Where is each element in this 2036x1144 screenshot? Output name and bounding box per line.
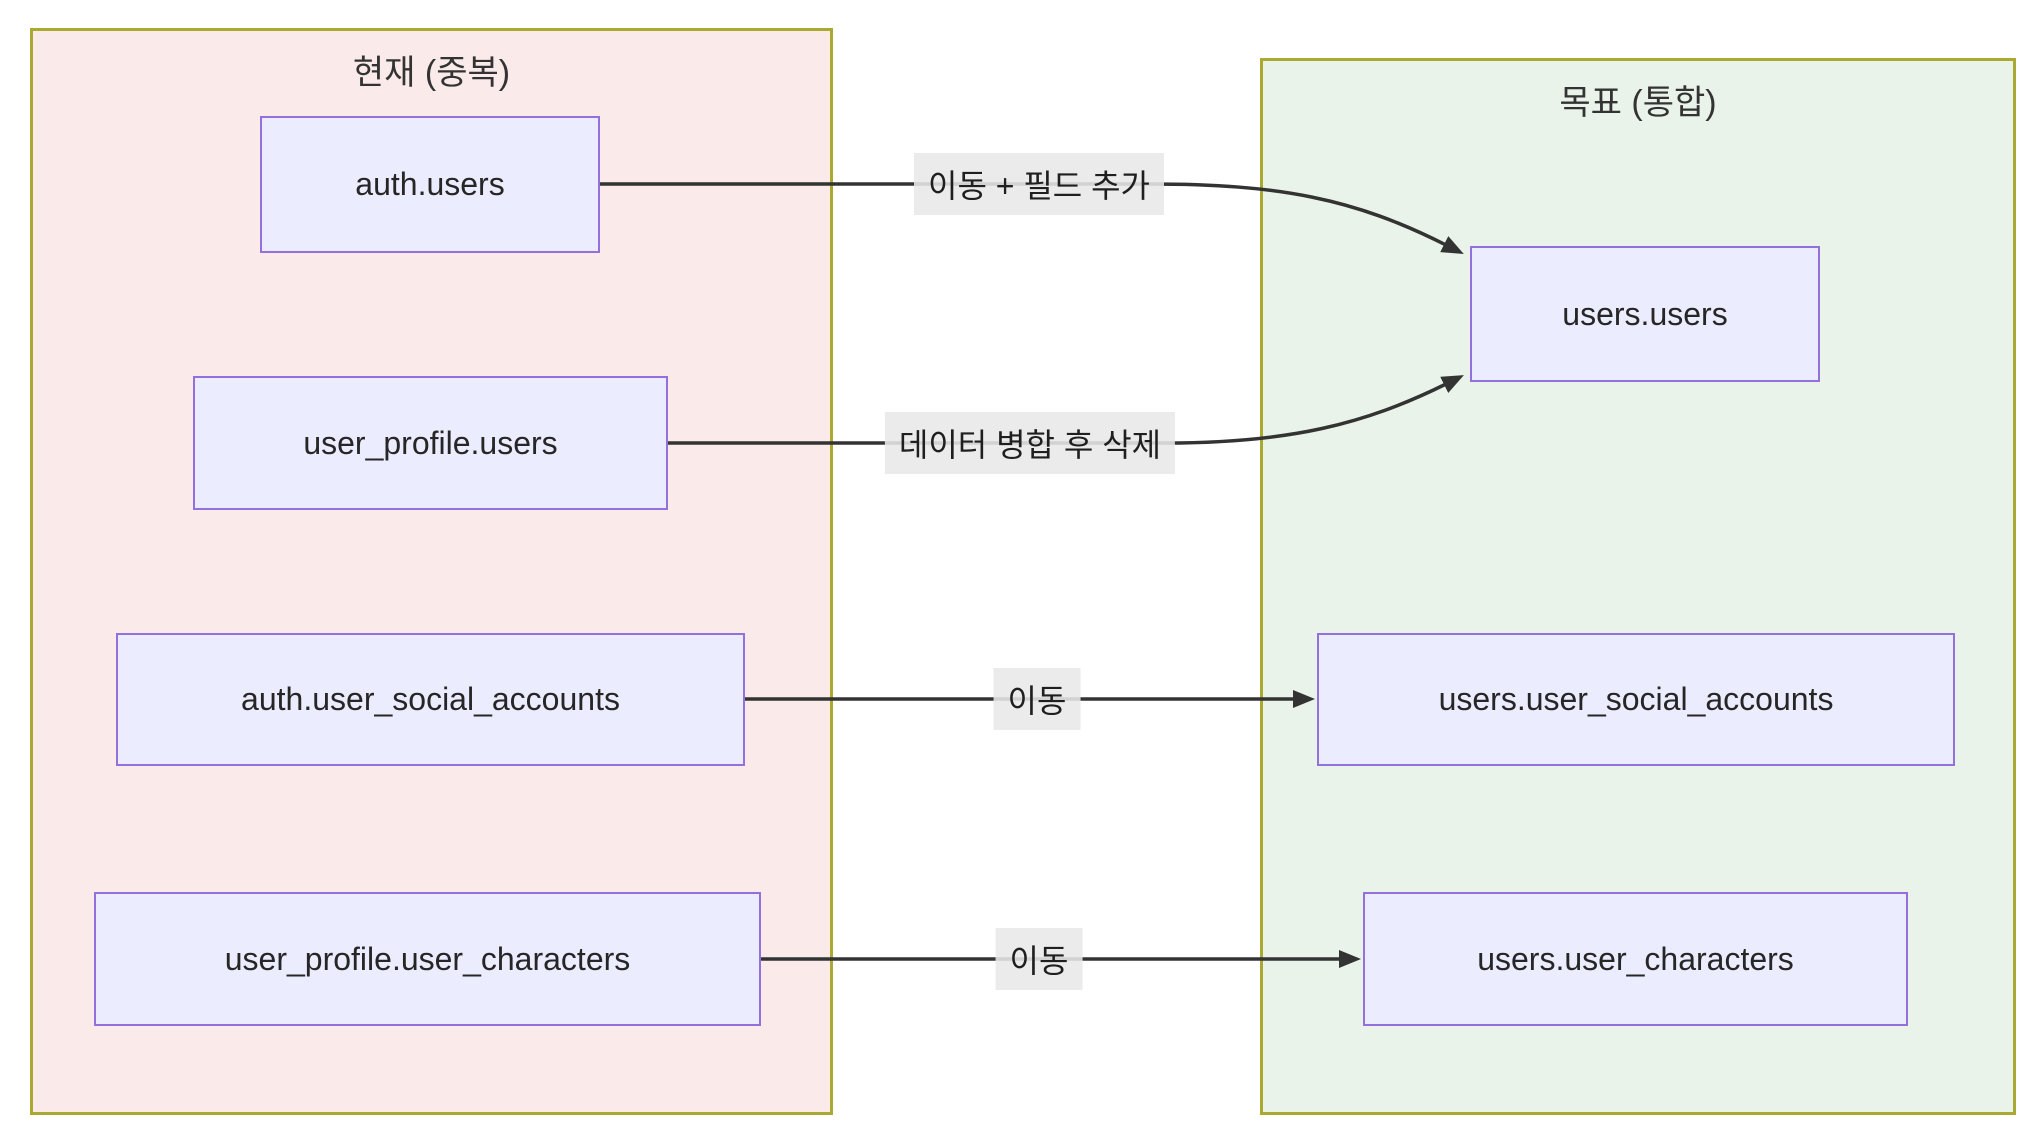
- edge-label-merge-then-delete: 데이터 병합 후 삭제: [884, 412, 1176, 474]
- cluster-current-title: 현재 (중복): [352, 54, 511, 92]
- cluster-target-title: 목표 (통합): [1559, 84, 1717, 122]
- node-auth-users: auth.users: [260, 116, 600, 253]
- node-user-profile-users: user_profile.users: [193, 376, 668, 510]
- node-users-user-characters: users.user_characters: [1363, 892, 1908, 1026]
- edge-label-move-add-fields: 이동 + 필드 추가: [914, 153, 1164, 215]
- edge-label-move-social: 이동: [993, 668, 1081, 730]
- edge-auth-users-to-users-users: [600, 182, 1464, 255]
- node-users-user-social-accounts: users.user_social_accounts: [1317, 633, 1955, 766]
- node-user-profile-user-characters: user_profile.user_characters: [94, 892, 761, 1026]
- edge-label-move-characters: 이동: [995, 928, 1083, 990]
- edge-user-profile-users-to-users-users: [668, 375, 1464, 445]
- node-users-users: users.users: [1470, 246, 1820, 382]
- node-auth-user-social-accounts: auth.user_social_accounts: [116, 633, 745, 766]
